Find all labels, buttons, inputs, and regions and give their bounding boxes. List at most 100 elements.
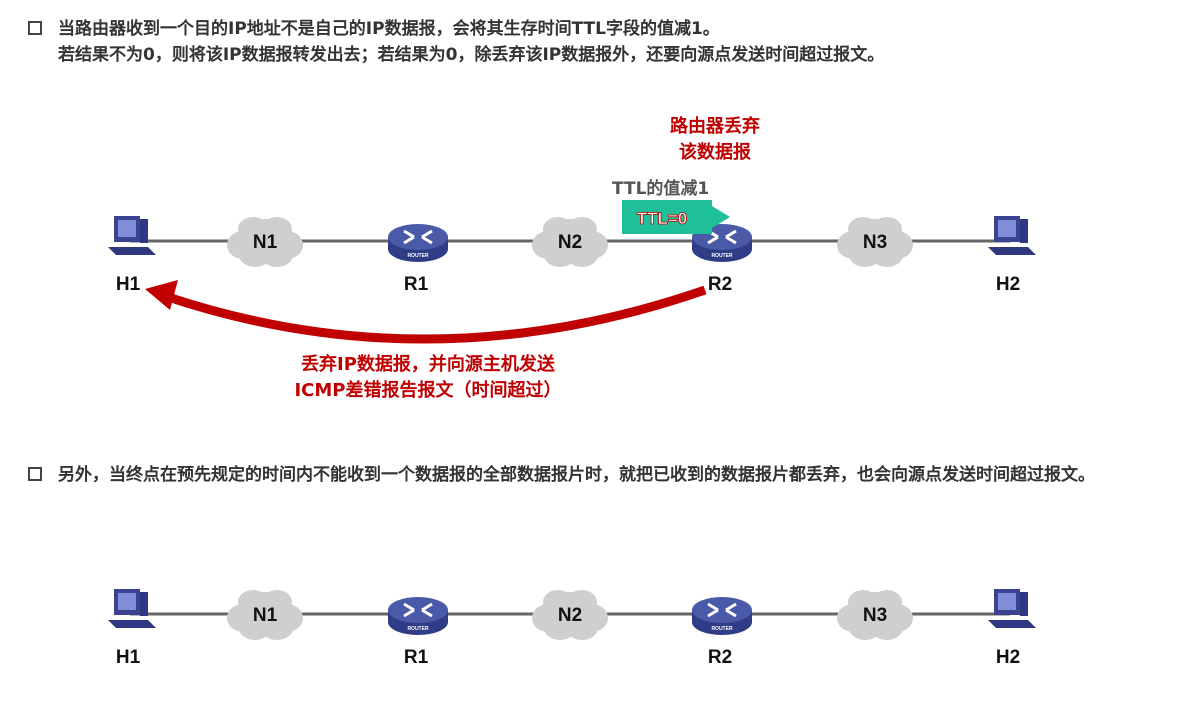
monitor-side bbox=[140, 219, 148, 243]
ttl-packet-label: TTL=0 bbox=[637, 209, 688, 228]
computer-icon bbox=[108, 216, 156, 255]
cloud-puff bbox=[239, 243, 271, 267]
computer-icon bbox=[988, 216, 1036, 255]
cloud-icon bbox=[532, 217, 608, 267]
network-label: N2 bbox=[558, 605, 582, 626]
ttl-decrement-label: TTL的值减1 bbox=[612, 179, 710, 199]
cloud-puff bbox=[849, 616, 881, 640]
node-label: R1 bbox=[404, 274, 429, 295]
icmp-return-arrow bbox=[163, 285, 707, 344]
node-h2: H2 bbox=[988, 216, 1036, 295]
router-top bbox=[692, 597, 752, 623]
cloud-puff bbox=[261, 243, 293, 267]
router-top bbox=[388, 224, 448, 250]
router-drop-note: 路由器丢弃 该数据报 bbox=[600, 114, 830, 166]
monitor-side bbox=[1020, 592, 1028, 616]
node-r2: ROUTER R2 bbox=[692, 224, 752, 295]
bullet-2: 另外，当终点在预先规定的时间内不能收到一个数据报的全部数据报片时，就把已收到的数… bbox=[28, 462, 1158, 488]
router-arrows bbox=[403, 602, 433, 618]
cloud-puff bbox=[543, 590, 573, 614]
monitor-side bbox=[1020, 219, 1028, 243]
icmp-note-line-2: ICMP差错报告报文（时间超过） bbox=[294, 380, 562, 401]
cloud-puff bbox=[567, 590, 597, 614]
router-caption: ROUTER bbox=[407, 253, 429, 259]
keyboard bbox=[108, 620, 156, 628]
node-label: H2 bbox=[996, 274, 1020, 295]
cloud-puff bbox=[848, 590, 878, 614]
router-arrows bbox=[707, 229, 737, 245]
node-r1: ROUTER R1 bbox=[388, 597, 448, 668]
cloud-puff bbox=[262, 590, 292, 614]
network-label: N1 bbox=[253, 605, 278, 626]
node-label: H1 bbox=[116, 274, 141, 295]
cloud-icon bbox=[532, 590, 608, 640]
router-caption: ROUTER bbox=[407, 626, 429, 632]
router-caption: ROUTER bbox=[711, 253, 733, 259]
node-n1: N1 bbox=[227, 217, 303, 267]
ttl-packet: TTL=0 bbox=[622, 200, 730, 234]
router-arrows bbox=[707, 602, 737, 618]
cloud-puff bbox=[872, 590, 902, 614]
bullet-2-text: 另外，当终点在预先规定的时间内不能收到一个数据报的全部数据报片时，就把已收到的数… bbox=[58, 465, 1095, 485]
cloud-puff bbox=[543, 217, 573, 241]
node-n1: N1 bbox=[227, 590, 303, 640]
router-top bbox=[388, 597, 448, 623]
node-label: R1 bbox=[404, 647, 429, 668]
cloud-puff bbox=[544, 243, 576, 267]
node-label: R2 bbox=[708, 647, 732, 668]
cloud-icon bbox=[227, 217, 303, 267]
cloud-puff bbox=[567, 217, 597, 241]
router-icon: ROUTER bbox=[692, 597, 752, 635]
icmp-note-line-1: 丢弃IP数据报，并向源主机发送 bbox=[301, 354, 555, 375]
screen bbox=[998, 220, 1016, 237]
screen bbox=[118, 220, 136, 237]
node-n3: N3 bbox=[837, 590, 913, 640]
node-n3: N3 bbox=[837, 217, 913, 267]
router-drop-line-1: 路由器丢弃 bbox=[670, 116, 760, 137]
cloud-puff bbox=[871, 243, 903, 267]
node-label: H2 bbox=[996, 647, 1020, 668]
cloud-puff bbox=[262, 217, 292, 241]
keyboard bbox=[988, 620, 1036, 628]
node-r1: ROUTER R1 bbox=[388, 224, 448, 295]
router-icon: ROUTER bbox=[388, 224, 448, 262]
cloud-puff bbox=[238, 217, 268, 241]
cloud-puff bbox=[872, 217, 902, 241]
cloud-icon bbox=[227, 590, 303, 640]
router-icon: ROUTER bbox=[388, 597, 448, 635]
packet-arrow-icon bbox=[622, 200, 730, 234]
node-h1: H1 bbox=[108, 589, 156, 668]
router-caption: ROUTER bbox=[711, 626, 733, 632]
bullet-1-line-1: 当路由器收到一个目的IP地址不是自己的IP数据报，会将其生存时间TTL字段的值减… bbox=[58, 19, 720, 39]
computer-icon bbox=[988, 589, 1036, 628]
network-label: N3 bbox=[863, 605, 887, 626]
router-drop-line-2: 该数据报 bbox=[679, 142, 751, 163]
node-label: R2 bbox=[708, 274, 732, 295]
cloud-puff bbox=[544, 616, 576, 640]
checkbox-icon bbox=[28, 467, 42, 481]
monitor-side bbox=[140, 592, 148, 616]
network-label: N1 bbox=[253, 232, 278, 253]
cloud-puff bbox=[566, 616, 598, 640]
arrowhead-icon bbox=[145, 280, 178, 310]
keyboard bbox=[988, 247, 1036, 255]
node-label: H1 bbox=[116, 647, 141, 668]
bullet-1-line-2: 若结果不为0，则将该IP数据报转发出去；若结果为0，除丢弃该IP数据报外，还要向… bbox=[58, 45, 885, 65]
screen bbox=[118, 593, 136, 610]
cloud-icon bbox=[837, 217, 913, 267]
router-arrows bbox=[403, 229, 433, 245]
cloud-puff bbox=[239, 616, 271, 640]
node-n2: N2 bbox=[532, 590, 608, 640]
checkbox-icon bbox=[28, 21, 42, 35]
cloud-puff bbox=[566, 243, 598, 267]
screen bbox=[998, 593, 1016, 610]
cloud-puff bbox=[849, 243, 881, 267]
node-n2: N2 bbox=[532, 217, 608, 267]
node-r2: ROUTER R2 bbox=[692, 597, 752, 668]
network-label: N2 bbox=[558, 232, 582, 253]
cloud-puff bbox=[261, 616, 293, 640]
computer-icon bbox=[108, 589, 156, 628]
